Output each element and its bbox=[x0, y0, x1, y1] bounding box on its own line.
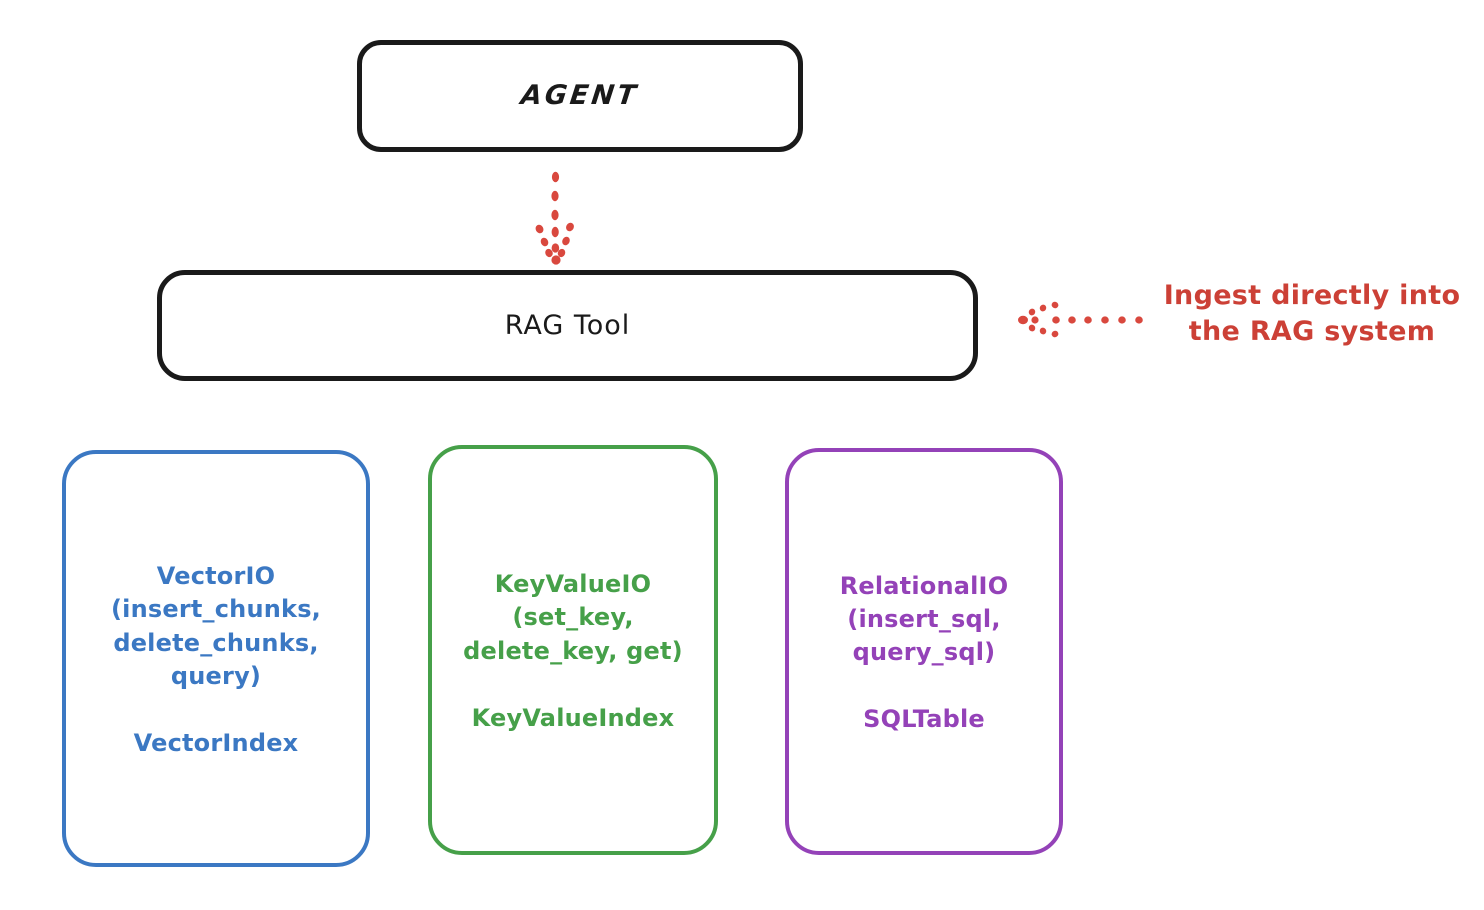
node-rag-tool[interactable]: RAG Tool bbox=[157, 270, 978, 381]
node-rag-tool-label: RAG Tool bbox=[504, 309, 631, 341]
annotation-ingest-directly: Ingest directly into the RAG system bbox=[1163, 280, 1461, 347]
connector-ingest-pointer bbox=[1015, 295, 1145, 345]
node-agent[interactable]: AGENT bbox=[357, 40, 803, 152]
node-vector-io-label: VectorIO (insert_chunks, delete_chunks, … bbox=[111, 562, 321, 690]
connector-agent-to-rag-tool bbox=[505, 165, 615, 265]
node-vector-io[interactable]: VectorIO (insert_chunks, delete_chunks, … bbox=[62, 450, 370, 867]
node-vector-io-sublabel: VectorIndex bbox=[133, 728, 299, 757]
node-agent-label: AGENT bbox=[519, 80, 641, 112]
node-key-value-io-label: KeyValueIO (set_key, delete_key, get) bbox=[463, 570, 683, 665]
node-key-value-io-sublabel: KeyValueIndex bbox=[471, 703, 675, 732]
node-relational-io-label: RelationalIO (insert_sql, query_sql) bbox=[839, 571, 1009, 667]
node-key-value-io[interactable]: KeyValueIO (set_key, delete_key, get) Ke… bbox=[428, 445, 718, 855]
node-relational-io[interactable]: RelationalIO (insert_sql, query_sql) SQL… bbox=[785, 448, 1063, 855]
node-relational-io-sublabel: SQLTable bbox=[863, 705, 985, 734]
